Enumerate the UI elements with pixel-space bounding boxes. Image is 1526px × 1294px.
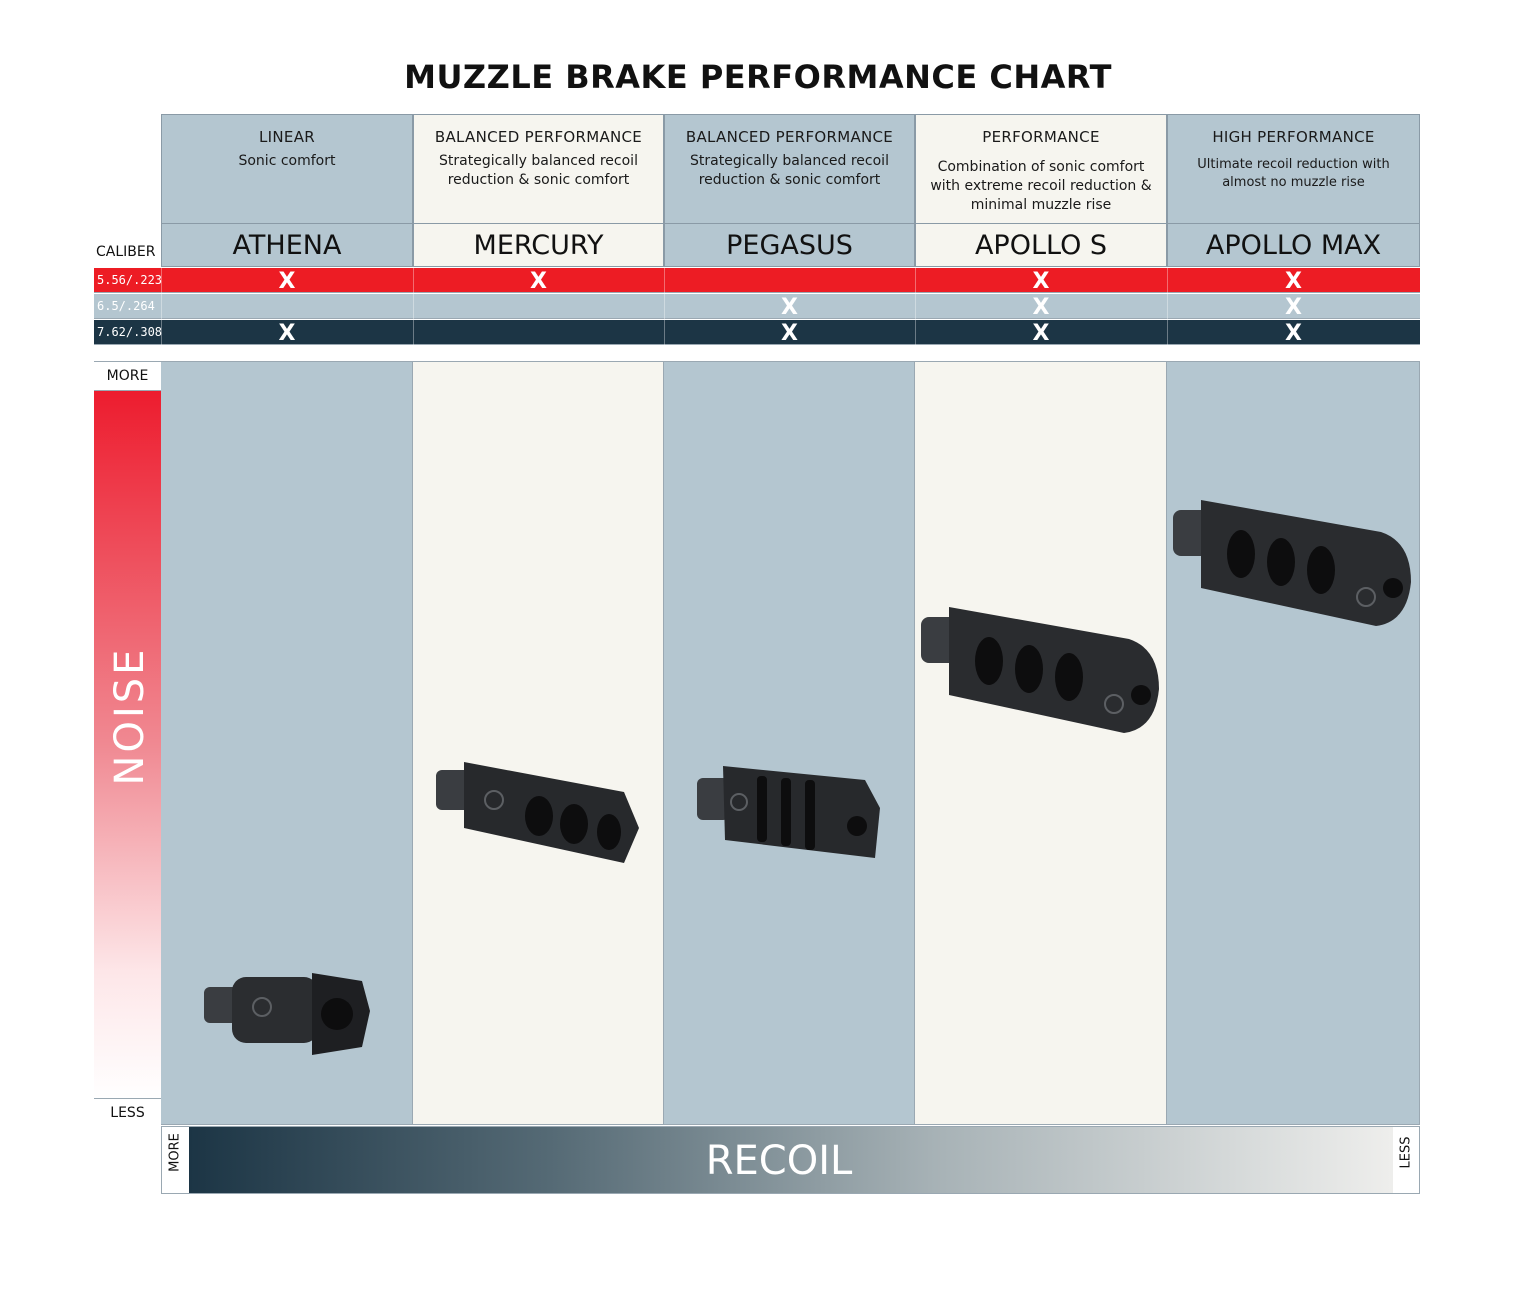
product-name: PEGASUS [664,224,915,267]
muzzle-brake-mercury [434,758,644,878]
noise-more-label: MORE [94,362,161,391]
product-category: LINEAR [259,128,315,146]
caliber-row: 5.56/.223 X X X X [94,268,1420,294]
caliber-availability-mark: X [781,321,798,346]
caliber-cell-divider [915,294,916,319]
caliber-row: 7.62/.308 X X X X [94,320,1420,346]
product-category: BALANCED PERFORMANCE [434,128,643,146]
product-name: ATHENA [161,224,413,267]
product-description: Ultimate recoil reduction with almost no… [1197,157,1390,190]
noise-gradient-bar [94,390,161,1099]
product-category: BALANCED PERFORMANCE [685,128,894,146]
recoil-gradient-bar [189,1127,1393,1193]
product-name: APOLLO MAX [1167,224,1420,267]
caliber-availability-mark: X [278,269,296,294]
product-header-cell: BALANCED PERFORMANCE Strategically balanc… [413,114,664,224]
caliber-availability-mark: X [781,295,798,320]
caliber-cell-divider [664,294,665,319]
muzzle-brake-apollo-s [919,599,1164,754]
caliber-availability-mark: X [1032,321,1050,346]
product-category: HIGH PERFORMANCE [1212,128,1375,146]
caliber-label-cell: 7.62/.308 [97,325,163,339]
caliber-label: CALIBER [96,244,156,260]
product-name: APOLLO S [915,224,1167,267]
caliber-availability-mark: X [278,321,296,346]
caliber-availability-mark: X [530,269,547,294]
product-header-cell: LINEAR Sonic comfort [161,114,413,224]
caliber-cell-divider [1167,268,1168,293]
muzzle-brake-pegasus [695,758,885,878]
caliber-cell-divider [915,268,916,293]
caliber-cell-divider [664,268,665,293]
caliber-cell-divider [413,268,414,293]
caliber-availability-mark: X [1285,321,1302,346]
plot-column [664,361,915,1125]
product-category: PERFORMANCE [982,128,1100,146]
product-description: Sonic comfort [238,153,336,169]
recoil-more-label: MORE [167,1133,183,1172]
product-description: Combination of sonic comfort with extrem… [930,159,1152,213]
product-header-cell: HIGH PERFORMANCE Ultimate recoil reductio… [1167,114,1420,224]
chart-title: MUZZLE BRAKE PERFORMANCE CHART [404,58,1112,96]
muzzle-brake-apollo-max [1171,492,1416,647]
caliber-cell-divider [664,320,665,345]
caliber-cell-divider [161,320,162,345]
caliber-cell-divider [413,320,414,345]
product-description: Strategically balanced recoil reduction … [439,153,638,188]
plot-column [413,361,664,1125]
recoil-axis-label: RECOIL [705,1138,853,1184]
caliber-cell-divider [1167,320,1168,345]
product-description: Strategically balanced recoil reduction … [690,153,889,188]
caliber-availability-mark: X [1032,295,1050,320]
caliber-label-cell: 6.5/.264 [97,299,155,313]
caliber-cell-divider [413,294,414,319]
caliber-availability-mark: X [1285,269,1302,294]
plot-column [915,361,1167,1125]
product-header-cell: PERFORMANCE Combination of sonic comfort … [915,114,1167,224]
caliber-availability-mark: X [1285,295,1302,320]
noise-axis-label: NOISE [107,646,153,786]
caliber-cell-divider [161,268,162,293]
recoil-less-label: LESS [1398,1136,1414,1169]
product-header-cell: BALANCED PERFORMANCE Strategically balanc… [664,114,915,224]
caliber-cell-divider [161,294,162,319]
caliber-availability-mark: X [1032,269,1050,294]
plot-column [1167,361,1420,1125]
caliber-label-cell: 5.56/.223 [97,273,163,287]
caliber-row: 6.5/.264 X X X [94,294,1420,320]
caliber-cell-divider [915,320,916,345]
caliber-cell-divider [1167,294,1168,319]
noise-less-label: LESS [94,1098,161,1127]
muzzle-brake-athena [202,959,372,1074]
product-name: MERCURY [413,224,664,267]
